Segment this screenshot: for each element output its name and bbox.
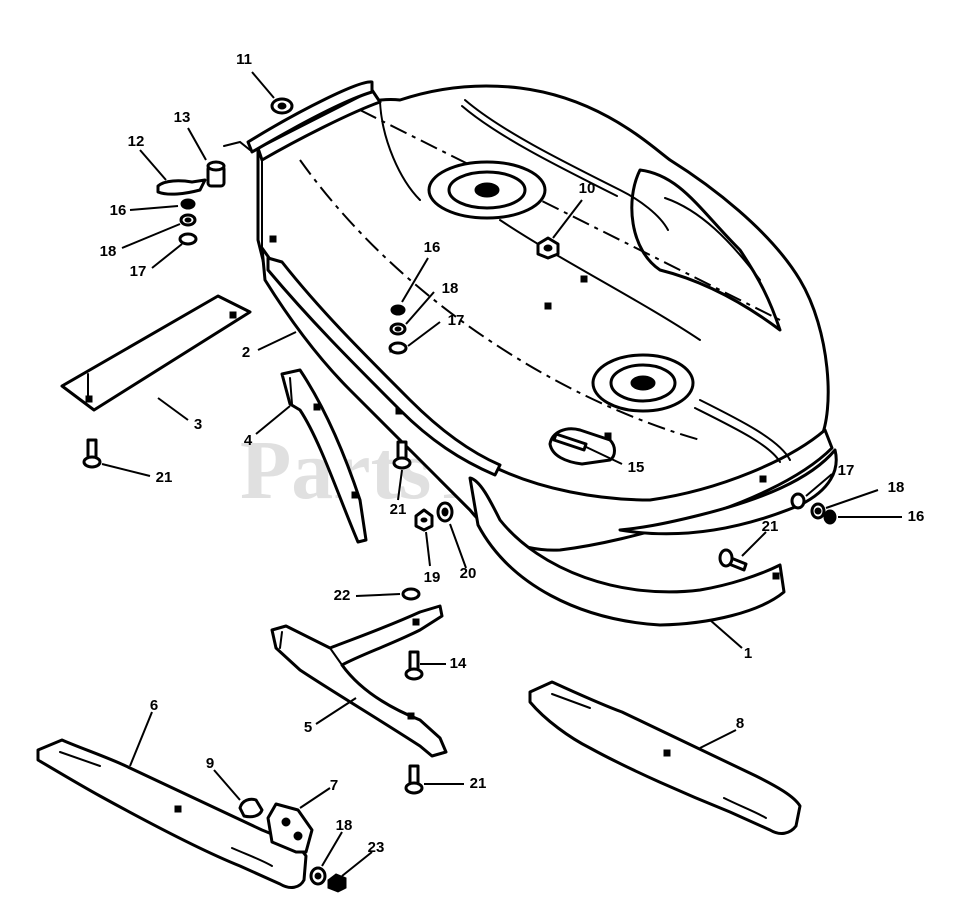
callout-16-right: 16 [908,508,925,525]
callout-3: 3 [194,416,202,433]
callout-23: 23 [368,839,385,856]
callout-7: 7 [330,777,338,794]
callout-13: 13 [174,109,191,126]
hardware [82,97,837,893]
callout-18: 18 [100,243,117,260]
blade-part-8 [528,680,802,835]
leader-lines [101,71,902,877]
callout-21-mid: 21 [390,501,407,518]
callout-18-mid: 18 [442,280,459,297]
plate-part-3 [60,294,252,412]
callout-2: 2 [242,344,250,361]
callout-17-right: 17 [838,462,855,479]
callout-22: 22 [334,587,351,604]
callout-17: 17 [130,263,147,280]
callout-18-right: 18 [888,479,905,496]
adapter-plate-part-7 [266,802,314,854]
callout-15: 15 [628,459,645,476]
callout-8: 8 [736,715,744,732]
blade-part-6 [36,738,308,889]
callout-14: 14 [450,655,467,672]
callout-12: 12 [128,133,145,150]
callout-1: 1 [744,645,752,662]
callout-18-bottom: 18 [336,817,353,834]
callout-numbers: 11 13 12 16 18 17 10 16 18 17 2 3 4 21 2… [100,51,925,856]
callout-16-mid: 16 [424,239,441,256]
callout-16: 16 [110,202,127,219]
callout-11: 11 [236,51,252,68]
rear-baffle-part-1 [468,476,786,627]
callout-4: 4 [244,432,253,449]
callout-20: 20 [460,565,477,582]
callout-9: 9 [206,755,214,772]
deck-housing [246,80,838,552]
callout-5: 5 [304,719,312,736]
callout-19: 19 [424,569,441,586]
callout-17-mid: 17 [448,312,465,329]
callout-21-right: 21 [762,518,779,535]
callout-10: 10 [579,180,596,197]
callout-21-bottom: 21 [470,775,487,792]
side-skirt-part-2 [266,256,502,477]
callout-21-left: 21 [156,469,173,486]
callout-6: 6 [150,697,158,714]
hanger-bracket-part-5 [270,604,448,758]
bracket-part-4 [280,368,368,544]
